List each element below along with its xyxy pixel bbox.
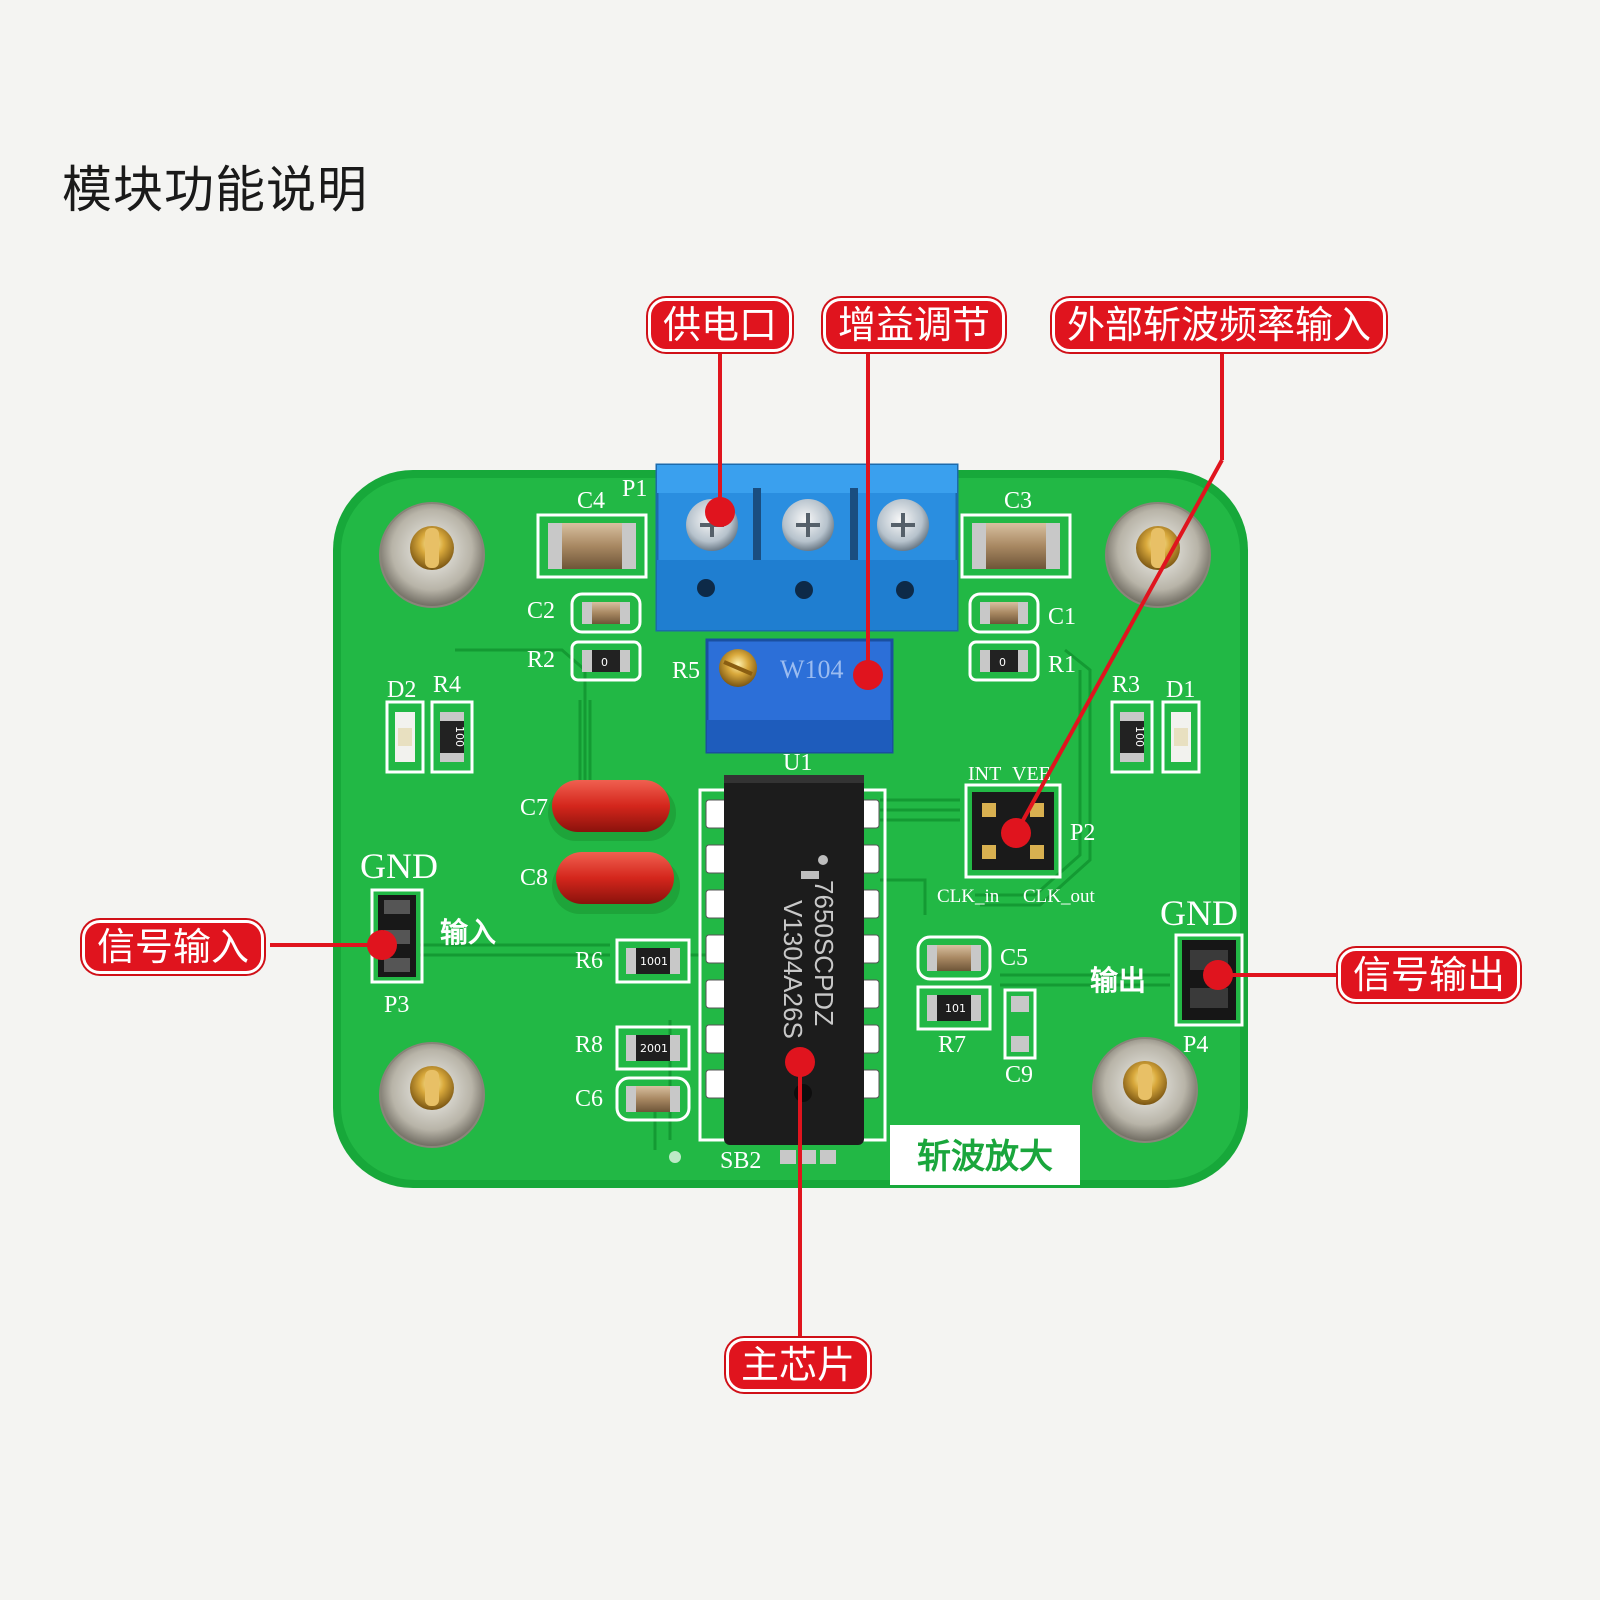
capacitor-c6 — [615, 1076, 691, 1122]
capacitor-c3 — [960, 513, 1072, 579]
code-r4: 100 — [453, 726, 466, 747]
label-d1: D1 — [1166, 677, 1195, 703]
mounting-hole-top-right — [1105, 502, 1211, 608]
label-d2: D2 — [387, 677, 416, 703]
callout-leaders — [270, 345, 1338, 1338]
capacitor-c2 — [570, 592, 642, 634]
led-d1 — [1161, 700, 1201, 774]
pcb-board: C4 P1 C3 C2 C1 R2 R1 R5 D2 R4 R3 D1 U1 C… — [333, 463, 1248, 1188]
callout-power: 供电口 — [648, 298, 793, 352]
callout-gain: 增益调节 — [823, 298, 1006, 352]
resistor-r7 — [916, 985, 992, 1031]
capacitor-c9-pads — [1003, 988, 1037, 1060]
label-r1: R1 — [1048, 652, 1076, 678]
led-d2 — [385, 700, 425, 774]
mounting-hole-bottom-left — [379, 1042, 485, 1148]
page-title: 模块功能说明 — [62, 161, 368, 219]
header-p3 — [370, 888, 424, 984]
chip-marking-1: 7650SCPDZ — [809, 880, 839, 1026]
label-sb2: SB2 — [720, 1148, 761, 1174]
label-gnd-left: GND — [360, 846, 438, 886]
jumper-p2 — [964, 783, 1062, 879]
chip-marking-2: V1304A26S — [778, 900, 808, 1039]
dip-chip-u1 — [698, 775, 887, 1145]
label-c4: C4 — [577, 488, 605, 514]
code-r8: 2001 — [640, 1042, 668, 1055]
label-board-name: 斩波放大 — [917, 1137, 1053, 1177]
label-c6: C6 — [575, 1086, 603, 1112]
label-c8: C8 — [520, 865, 548, 891]
callout-clock: 外部斩波频率输入 — [1052, 298, 1387, 352]
label-p4: P4 — [1183, 1032, 1208, 1058]
resistor-r8 — [615, 1025, 691, 1071]
label-clk-in: CLK_in — [937, 886, 1000, 907]
label-r4: R4 — [433, 672, 461, 698]
capacitor-c4 — [536, 513, 648, 579]
code-r7: 101 — [945, 1002, 966, 1015]
trimpot-r5 — [705, 638, 894, 754]
callout-signal-in: 信号输入 — [82, 920, 265, 974]
capacitor-c5 — [916, 935, 992, 981]
label-int: INT — [968, 763, 1001, 785]
terminal-block-p1 — [655, 463, 959, 632]
capacitor-c7 — [548, 780, 676, 841]
label-u1: U1 — [783, 750, 812, 776]
label-p2: P2 — [1070, 820, 1095, 846]
code-r6: 1001 — [640, 955, 668, 968]
board-name-box — [890, 1125, 1080, 1185]
label-output: 输出 — [1090, 964, 1146, 997]
resistor-r2 — [570, 640, 642, 682]
label-p3: P3 — [384, 992, 409, 1018]
label-clk-out: CLK_out — [1023, 886, 1096, 907]
label-c7: C7 — [520, 795, 548, 821]
label-c3: C3 — [1004, 488, 1032, 514]
label-r3: R3 — [1112, 672, 1140, 698]
code-r3: 100 — [1133, 726, 1146, 747]
callout-main-chip: 主芯片 — [726, 1338, 871, 1392]
resistor-r3 — [1110, 700, 1154, 774]
label-gnd-right: GND — [1160, 893, 1238, 933]
code-r2: 0 — [601, 656, 608, 669]
label-c2: C2 — [527, 598, 555, 624]
label-r2: R2 — [527, 647, 555, 673]
capacitor-c8 — [552, 852, 680, 914]
label-r7: R7 — [938, 1032, 966, 1058]
resistor-r4 — [430, 700, 474, 774]
callout-signal-out: 信号输出 — [1338, 948, 1521, 1002]
label-c1: C1 — [1048, 604, 1076, 630]
mounting-hole-top-left — [379, 502, 485, 608]
resistor-r6 — [615, 938, 691, 984]
label-input: 输入 — [440, 916, 496, 949]
resistor-r1 — [968, 640, 1040, 682]
capacitor-c1 — [968, 592, 1040, 634]
label-r8: R8 — [575, 1032, 603, 1058]
label-c9: C9 — [1005, 1062, 1033, 1088]
label-vee: VEE — [1012, 763, 1051, 785]
label-c5: C5 — [1000, 945, 1028, 971]
label-p1: P1 — [622, 476, 647, 502]
label-r5: R5 — [672, 658, 700, 684]
solder-bridge-sb2 — [780, 1150, 836, 1164]
mounting-hole-bottom-right — [1092, 1037, 1198, 1143]
code-r1: 0 — [999, 656, 1006, 669]
trimpot-marking: W104 — [780, 655, 844, 684]
label-r6: R6 — [575, 948, 603, 974]
